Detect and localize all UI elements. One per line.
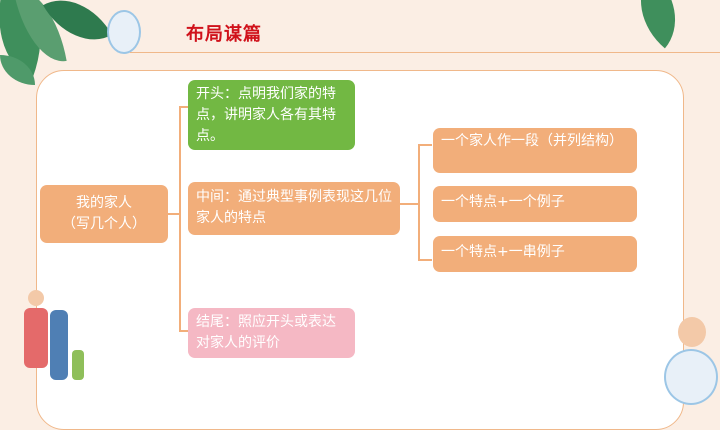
middle-option-node: 一个特点+一个例子	[433, 186, 637, 222]
family-logo-icon	[107, 10, 141, 54]
root-label-line2: （写几个人）	[62, 216, 146, 232]
middle-option-node: 一个家人作一段（并列结构）	[433, 128, 637, 173]
page-title: 布局谋篇	[186, 24, 262, 45]
connector	[180, 330, 188, 332]
middle-node: 中间：通过典型事例表现这几位家人的特点	[188, 182, 400, 235]
connector	[180, 106, 188, 108]
bracket-vertical	[418, 144, 420, 261]
title-divider	[130, 52, 720, 53]
ending-node: 结尾：照应开头或表达对家人的评价	[188, 308, 355, 358]
root-node: 我的家人 （写几个人）	[40, 185, 168, 243]
connector-main	[168, 213, 180, 215]
connector	[418, 259, 432, 261]
beginning-node: 开头：点明我们家的特点，讲明家人各有其特点。	[188, 80, 355, 150]
connector	[400, 203, 418, 205]
family-illustration	[10, 280, 90, 400]
connector-vertical	[179, 106, 181, 332]
grandpa-illustration	[660, 315, 720, 405]
middle-option-node: 一个特点+一串例子	[433, 236, 637, 272]
root-label-line1: 我的家人	[76, 195, 132, 211]
connector	[418, 144, 432, 146]
leaf-decoration	[618, 0, 698, 49]
